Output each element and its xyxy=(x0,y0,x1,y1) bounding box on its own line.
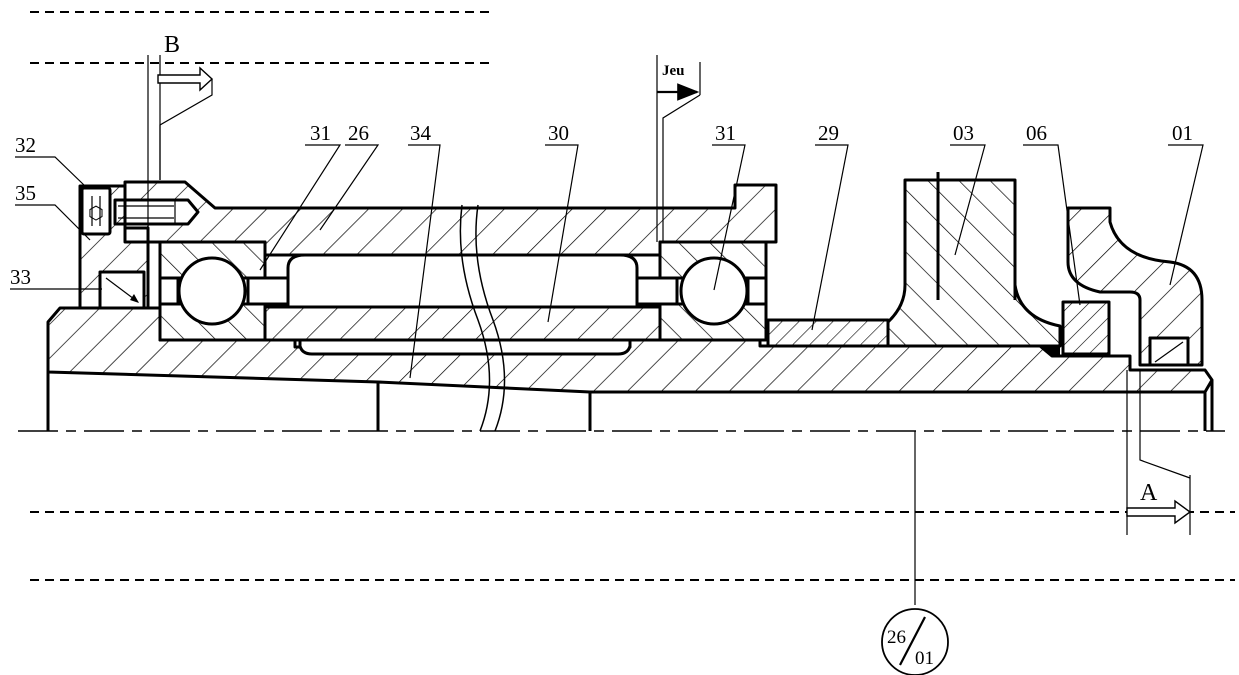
hex-socket-icon: ⬡ xyxy=(88,203,104,224)
label-29: 29 xyxy=(818,121,839,145)
leader-lines xyxy=(10,144,1204,605)
clamp-screw-32 xyxy=(113,198,200,226)
shaft-groove xyxy=(298,338,632,356)
spacer-30 xyxy=(263,305,662,342)
clearance-marker xyxy=(656,55,701,242)
label-31-right: 31 xyxy=(715,121,736,145)
section-b-label: B xyxy=(164,32,180,58)
bearing-31-right xyxy=(635,240,768,342)
section-a-marker xyxy=(1126,370,1192,535)
label-31-left: 31 xyxy=(310,121,331,145)
label-30: 30 xyxy=(548,121,569,145)
label-03: 03 xyxy=(953,121,974,145)
nut-06 xyxy=(1061,300,1111,356)
label-32: 32 xyxy=(15,133,36,157)
label-34: 34 xyxy=(410,121,432,145)
section-a-label: A xyxy=(1140,480,1158,506)
outer-spacer xyxy=(286,253,639,309)
spacer-29 xyxy=(766,318,890,348)
screw-head-32 xyxy=(80,186,112,236)
fit-numerator: 26 xyxy=(887,627,906,648)
clearance-label: Jeu xyxy=(662,63,685,79)
fit-callout: 26 01 xyxy=(881,608,949,675)
label-06: 06 xyxy=(1026,121,1047,145)
section-b-marker xyxy=(147,55,214,308)
reference-lines xyxy=(30,11,1235,581)
fit-denominator: 01 xyxy=(915,648,934,669)
bearing-31-left xyxy=(158,240,290,342)
gear-hub-03 xyxy=(886,178,1062,348)
break-line xyxy=(459,204,506,432)
label-35: 35 xyxy=(15,181,36,205)
shaft-body xyxy=(46,372,1214,431)
label-01: 01 xyxy=(1172,121,1193,145)
label-33: 33 xyxy=(10,265,31,289)
label-26: 26 xyxy=(348,121,369,145)
